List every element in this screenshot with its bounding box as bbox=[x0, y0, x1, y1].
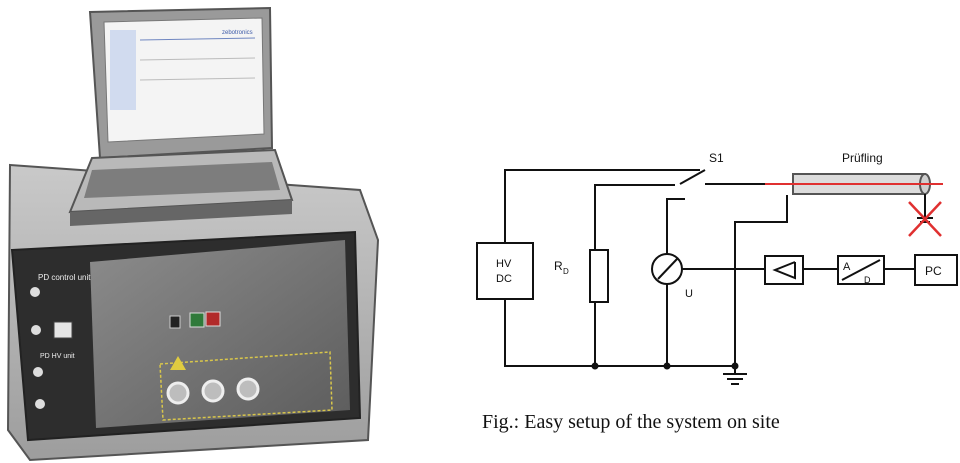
amplifier-block bbox=[764, 255, 804, 285]
hv-unit-case: PD control unit PD HV unit bbox=[6, 163, 380, 462]
cross-icon bbox=[908, 201, 942, 237]
unit-label-hv: PD HV unit bbox=[40, 353, 75, 360]
figure-caption: Fig.: Easy setup of the system on site bbox=[482, 411, 780, 433]
meter-label: U bbox=[685, 288, 693, 300]
resistor-label: R bbox=[554, 259, 563, 273]
switch-label: S1 bbox=[709, 151, 724, 165]
source-label-dc: DC bbox=[496, 273, 512, 285]
resistor-sub: D bbox=[563, 267, 569, 276]
laptop-brand: zebotronics bbox=[222, 30, 253, 36]
resistor bbox=[589, 249, 609, 303]
unit-label-control: PD control unit bbox=[38, 273, 91, 282]
equipment-photo: PD control unit PD HV unit zebotronics bbox=[6, 6, 380, 462]
circuit-schematic: S1 Prüfling HV DC R D U A D PC bbox=[476, 151, 958, 385]
pc-block bbox=[914, 254, 958, 286]
switch-s1 bbox=[679, 169, 706, 185]
adc-label-d: D bbox=[864, 275, 871, 285]
pc-label: PC bbox=[925, 264, 942, 278]
source-label-hv: HV bbox=[496, 258, 512, 270]
hv-dc-source bbox=[476, 242, 534, 300]
cable-label: Prüfling bbox=[842, 151, 883, 165]
adc-label-a: A bbox=[843, 261, 851, 273]
laptop: zebotronics bbox=[68, 6, 294, 226]
